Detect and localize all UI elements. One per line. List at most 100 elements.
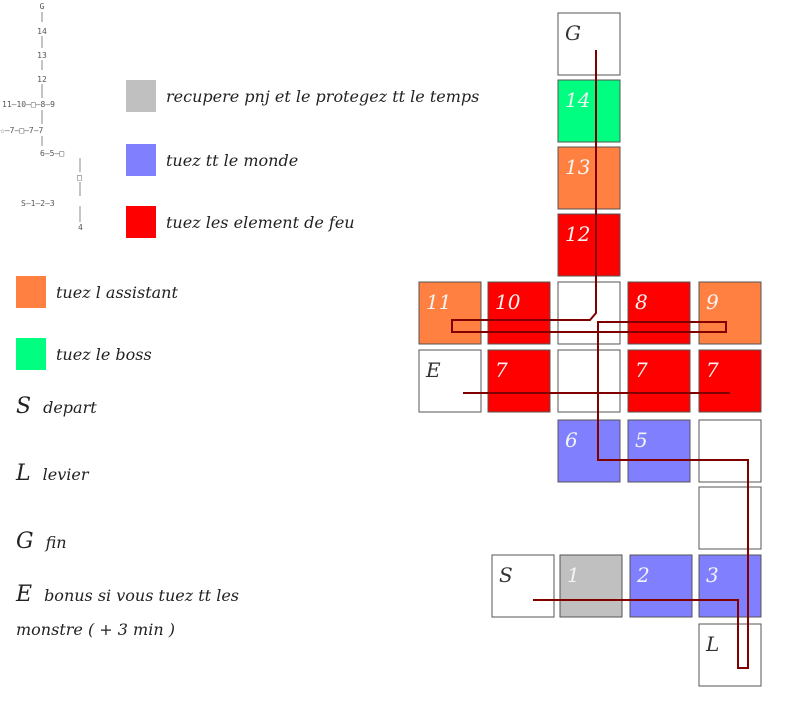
symbol-label: bonus si vous tuez tt les [44,586,239,605]
map-cell-label: S [499,563,513,587]
mini-schema-label: □ [77,173,82,182]
mini-schema-label: S—1—2—3 [21,199,55,208]
legend-label: tuez les element de feu [166,212,355,232]
map-cell-label: 7 [706,358,719,382]
map-cell: 7 [487,349,551,413]
map-cell-label: 3 [706,563,719,587]
map-cell-label: 1 [567,563,580,587]
map-cell-box [627,281,691,345]
mini-schema-label: 13 [37,51,47,60]
map-cell: 5 [627,419,691,483]
map-cell [557,281,621,345]
legend-swatch [16,276,46,308]
map-cell-box [698,419,762,483]
map-cell: 8 [627,281,691,345]
map-cell-box [557,419,621,483]
map-cell: 7 [698,349,762,413]
mini-schema-label: 14 [37,27,47,36]
map-cell-box [557,281,621,345]
mini-schema-lines [41,12,81,222]
map-cell-box [559,554,623,618]
legend-label: tuez le boss [56,344,152,364]
legend-red: tuez les element de feu [126,206,355,238]
legend-label: recupere pnj et le protegez tt le temps [166,86,480,106]
map-cell-box [557,349,621,413]
symbol-label: monstre ( + 3 min ) [16,620,175,639]
map-cell: 6 [557,419,621,483]
mini-schema-label: G [40,2,45,11]
map-cell-label: 7 [495,358,508,382]
map-cell-box [698,623,762,687]
map-cell-label: 5 [635,428,648,452]
map-cell-box [627,419,691,483]
map-cell: S [491,554,555,618]
legend-gray: recupere pnj et le protegez tt le temps [126,80,479,112]
map-cell-box [698,281,762,345]
map-cell: 1 [559,554,623,618]
map-cell-box [418,349,482,413]
mini-schema: G 14 13 12 11—10—□—8—9 ☆—7—□—7—7 6—5—□ □… [0,2,83,232]
map-cell: E [418,349,482,413]
map-cell-box [487,349,551,413]
legend-orange: tuez l assistant [16,276,178,308]
legend-blue: tuez tt le monde [126,144,298,176]
map-cell: L [698,623,762,687]
map-cell-box [557,146,621,210]
map-cell-label: G [565,21,581,45]
map-cell-box [629,554,693,618]
legend-swatch [126,80,156,112]
map-cell-box [627,349,691,413]
map-cell: 11 [418,281,482,345]
map-cell: 14 [557,79,621,143]
legend-swatch [16,338,46,370]
map-cell-label: 10 [495,290,521,314]
map-cell-box [487,281,551,345]
symbol-label: levier [42,465,89,484]
map-cell: 3 [698,554,762,618]
map-cell-label: L [705,632,719,656]
legend-green: tuez le boss [16,338,152,370]
map-cell [557,349,621,413]
map-cell-label: 12 [565,222,590,246]
map-cell: 7 [627,349,691,413]
map-cell: 12 [557,213,621,277]
map-cell-label: 8 [635,290,648,314]
map-cell-box [698,554,762,618]
symbol-label: depart [43,398,97,417]
mini-schema-label: 6—5—□ [40,149,64,158]
mini-schema-label: 4 [78,223,83,232]
map-cell-label: 6 [565,428,578,452]
map-cell: 10 [487,281,551,345]
map-cell-label: 7 [635,358,648,382]
map-cell-label: 13 [565,155,590,179]
legend-swatch [126,144,156,176]
map-cell: 9 [698,281,762,345]
symbol-letter: L [16,461,31,486]
map-cell: 13 [557,146,621,210]
map-cell-box [491,554,555,618]
map-cell-label: 14 [565,88,590,112]
map-cell-label: 11 [426,290,451,314]
map-cell: G [557,12,621,76]
route-path [451,50,749,669]
legend-label: tuez tt le monde [166,150,299,170]
legend-label: tuez l assistant [56,282,178,302]
map-cell-box [557,213,621,277]
map-cell: 2 [629,554,693,618]
map-cell-box [698,486,762,550]
mini-schema-label: ☆—7—□—7—7 [0,126,44,135]
map-cell-box [557,79,621,143]
map-cell-label: 2 [636,563,650,587]
map-cell-box [698,349,762,413]
symbol-label: fin [45,533,67,552]
legend-swatch [126,206,156,238]
map-cell-box [557,12,621,76]
symbol-letter: G [16,529,34,554]
symbol-letter: S [16,394,32,419]
map-cell-label: E [425,358,441,382]
map-cell [698,486,762,550]
